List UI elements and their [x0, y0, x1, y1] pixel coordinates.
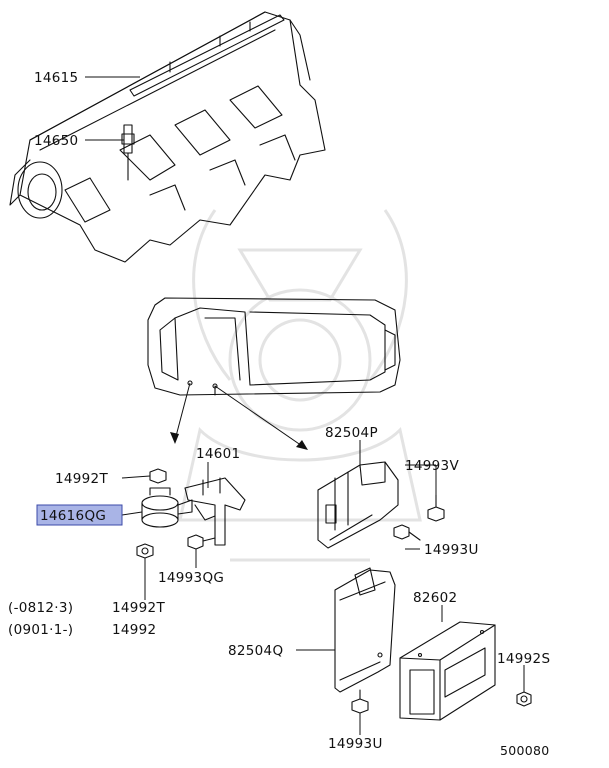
nut-14992T-bottom [136, 543, 154, 559]
bolt-14993U-lower [351, 689, 369, 714]
label-82504Q[interactable]: 82504Q [228, 643, 283, 659]
gasket-strip-14615 [129, 14, 285, 97]
label-14992[interactable]: 14992 [112, 622, 156, 638]
bolt-14993QG [187, 534, 216, 550]
label-14601[interactable]: 14601 [196, 446, 240, 462]
arrowhead-right [296, 440, 308, 450]
bracket-14601 [184, 477, 246, 546]
bolt-14993U-upper [393, 524, 421, 541]
range-note-b: (0901·1-) [8, 622, 73, 638]
label-14616QG[interactable]: 14616QG [40, 508, 106, 524]
vehicle-arrow-left [174, 382, 191, 441]
label-14992S[interactable]: 14992S [497, 651, 550, 667]
label-82602[interactable]: 82602 [413, 590, 457, 606]
label-14615[interactable]: 14615 [34, 70, 78, 86]
label-82504P[interactable]: 82504P [325, 425, 378, 441]
diagram-code: 500080 [500, 743, 550, 758]
arrowhead-left [170, 432, 179, 444]
range-note-a: (-0812·3) [8, 600, 73, 616]
nut-14992S [516, 691, 532, 707]
label-14993V[interactable]: 14993V [405, 458, 459, 474]
leader-lines [85, 76, 525, 735]
highlight-box [36, 504, 123, 526]
watermark-emblem [178, 209, 422, 562]
glow-relay-14616QG [141, 487, 193, 528]
engine-cylinder-head [9, 11, 326, 263]
label-14993U-lower[interactable]: 14993U [328, 736, 383, 752]
bracket-82504P [317, 461, 399, 549]
vehicle-outline [147, 297, 401, 396]
label-14993QG[interactable]: 14993QG [158, 570, 224, 586]
glow-plug-14650 [121, 124, 135, 181]
label-14992T-alt[interactable]: 14992T [112, 600, 165, 616]
label-14650[interactable]: 14650 [34, 133, 78, 149]
label-14992T[interactable]: 14992T [55, 471, 108, 487]
nut-14992T-top [149, 468, 167, 484]
ecu-82602 [399, 621, 496, 721]
bolt-14993V [427, 494, 445, 522]
bracket-82504Q [334, 567, 396, 693]
label-14993U-upper[interactable]: 14993U [424, 542, 479, 558]
vehicle-arrow-right [214, 385, 306, 449]
